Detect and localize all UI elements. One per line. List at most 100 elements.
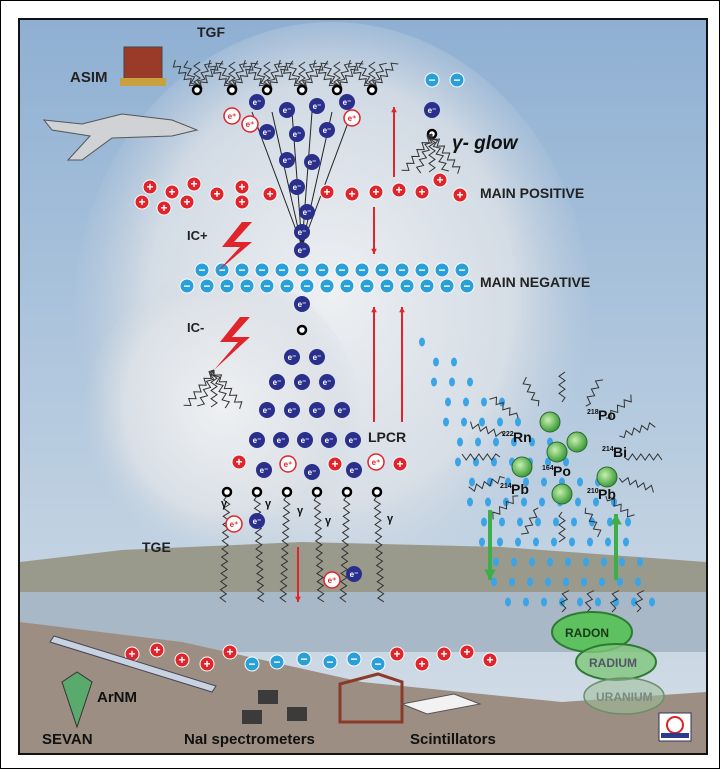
electron <box>346 566 362 582</box>
radiation-ray <box>605 394 632 419</box>
negative-charge <box>179 278 195 294</box>
label-lpcr: LPCR <box>368 429 406 445</box>
negative-charge <box>379 278 395 294</box>
raindrop <box>505 597 511 607</box>
tge-gamma-ray <box>279 495 291 603</box>
plus-sign: + <box>395 183 402 197</box>
avalanche-node <box>341 486 353 498</box>
minus-sign: − <box>383 279 390 293</box>
raindrop <box>467 377 473 387</box>
electron <box>279 102 295 118</box>
electron <box>294 242 310 258</box>
raindrop <box>563 457 569 467</box>
tgf-gamma-ray <box>218 60 234 91</box>
raindrop <box>569 537 575 547</box>
minus-sign: − <box>453 73 460 87</box>
raindrop <box>541 597 547 607</box>
plus-sign: + <box>138 195 145 209</box>
minus-sign: − <box>198 263 205 277</box>
plus-sign: + <box>436 173 443 187</box>
electron-label: e⁻ <box>263 128 272 137</box>
raindrop <box>631 597 637 607</box>
electron <box>304 464 320 480</box>
arnm-neutron-monitor <box>49 635 217 693</box>
electron-label: e⁻ <box>288 353 297 362</box>
uranium-bubble <box>583 677 665 715</box>
negative-charge <box>244 656 260 672</box>
aircraft-icon <box>42 113 199 161</box>
ic-minus-gamma-ray <box>213 369 243 409</box>
ic-plus-lightning-icon <box>217 222 252 272</box>
raindrop <box>545 577 551 587</box>
radiation-ray <box>461 453 501 461</box>
minus-sign: − <box>363 279 370 293</box>
raindrop <box>443 417 449 427</box>
plus-sign: + <box>153 643 160 657</box>
negative-charge <box>334 262 350 278</box>
label-asim: ASIM <box>70 69 108 86</box>
positive-charge <box>156 200 172 216</box>
electron-label: e⁻ <box>288 406 297 415</box>
negative-charge <box>234 262 250 278</box>
raindrop <box>599 577 605 587</box>
isotope-mass: 218 <box>587 409 599 416</box>
positron <box>323 571 341 589</box>
minus-sign: − <box>463 279 470 293</box>
negative-charge <box>434 262 450 278</box>
negative-charge <box>314 262 330 278</box>
avalanche-node <box>191 84 203 96</box>
positive-charge <box>199 656 215 672</box>
cloud-lobe <box>82 272 362 572</box>
isotope-mass: 164 <box>542 465 554 472</box>
electron-label: e⁻ <box>350 570 359 579</box>
tgf-gamma-ray <box>288 60 304 91</box>
label-uranium: URANIUM <box>596 690 653 704</box>
raindrop <box>575 497 581 507</box>
electron-label: e⁻ <box>283 106 292 115</box>
electron-label: e⁻ <box>308 468 317 477</box>
plus-sign: + <box>440 647 447 661</box>
isotope-symbol: Pb <box>598 486 616 502</box>
radiation-ray <box>492 495 519 520</box>
radon-emanation <box>609 590 620 613</box>
raindrop <box>547 557 553 567</box>
ic-minus-gamma-ray <box>183 369 215 406</box>
raindrop <box>505 477 511 487</box>
electron <box>256 462 272 478</box>
radiation-ray <box>584 507 602 538</box>
positive-charge <box>459 644 475 660</box>
electron-label: e⁻ <box>323 378 332 387</box>
raindrop <box>535 517 541 527</box>
gamma-glow-ray <box>428 133 436 173</box>
plus-sign: + <box>418 185 425 199</box>
electron-label: e⁻ <box>260 466 269 475</box>
positive-charge <box>222 644 238 660</box>
raindrop <box>497 537 503 547</box>
plus-sign: + <box>456 188 463 202</box>
gamma-symbol: γ <box>387 513 394 525</box>
minus-sign: − <box>403 279 410 293</box>
gamma-glow-ray <box>429 133 449 172</box>
crd-logo <box>658 712 692 742</box>
label-arnm: ArNM <box>97 689 137 706</box>
positron-label: e⁺ <box>246 120 255 129</box>
tge-gamma-ray <box>339 495 351 603</box>
negative-charge <box>370 656 386 672</box>
plus-sign: + <box>203 657 210 671</box>
negative-charge <box>394 262 410 278</box>
plus-sign: + <box>418 657 425 671</box>
nai-spectrometer-icon <box>242 710 262 724</box>
tgf-gamma-ray <box>266 62 294 91</box>
negative-charge <box>214 262 230 278</box>
electron <box>321 432 337 448</box>
radon-emanation <box>584 590 595 613</box>
plus-sign: + <box>266 187 273 201</box>
field-arrow-up-right-head <box>399 307 405 313</box>
radiation-ray <box>558 511 566 543</box>
raindrop <box>511 557 517 567</box>
raindrop <box>481 517 487 527</box>
tgf-gamma-ray <box>196 62 224 91</box>
minus-sign: − <box>350 652 357 666</box>
negative-charge <box>374 262 390 278</box>
radiation-ray <box>468 475 505 492</box>
